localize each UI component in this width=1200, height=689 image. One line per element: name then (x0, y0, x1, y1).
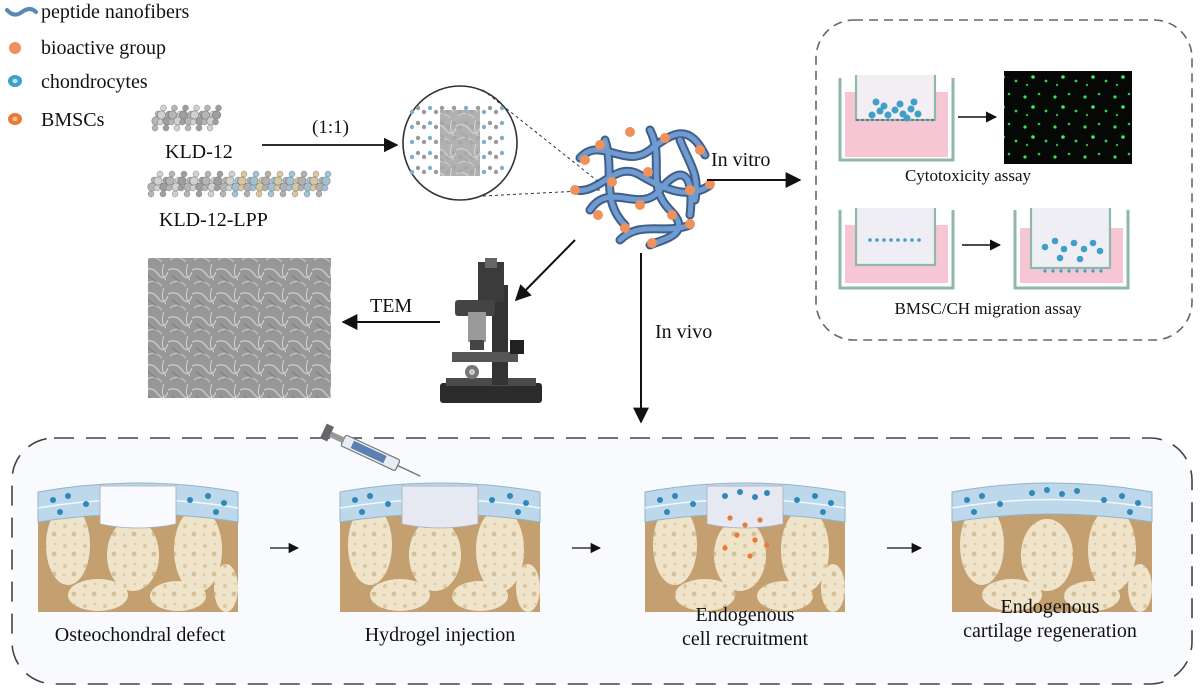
legend-label-fibers: peptide nanofibers (41, 1, 190, 23)
transwell-migration-end-icon (1013, 208, 1130, 290)
step-label-regeneration-line1: Endogenous (1000, 596, 1100, 618)
hydrogel-network-icon (570, 125, 715, 250)
zoom-guide-top (482, 89, 601, 184)
in-vitro-label: In vitro (711, 149, 771, 171)
tissue-section-injection (339, 482, 541, 612)
kld12-label: KLD-12 (165, 141, 233, 163)
tissue-section-recruitment (644, 482, 846, 612)
step-label-injection: Hydrogel injection (364, 624, 516, 646)
transwell-migration-start-icon (838, 208, 955, 290)
cytotoxicity-label: Cytotoxicity assay (904, 166, 1032, 185)
legend-bioactive-icon (9, 42, 21, 54)
legend-label-bioactive: bioactive group (41, 37, 166, 59)
legend-chondrocyte-icon (8, 75, 22, 87)
step-label-recruitment-line1: Endogenous (695, 604, 795, 626)
self-assembly-zoom-icon (402, 85, 518, 201)
in-vivo-label: In vivo (655, 321, 713, 343)
legend-fiber-icon (5, 7, 38, 17)
kld12-molecule-icon (151, 104, 222, 132)
step-label-regeneration-line2: cartilage regeneration (963, 620, 1137, 642)
migration-label: BMSC/CH migration assay (894, 299, 1082, 318)
ratio-label: (1:1) (312, 117, 349, 138)
transwell-cytotoxicity-icon (838, 75, 955, 162)
in-vivo-panel (11, 437, 1193, 685)
tissue-section-defect (37, 482, 239, 612)
syringe-icon (319, 423, 421, 477)
tem-image (148, 258, 331, 398)
legend-label-bmscs: BMSCs (41, 109, 105, 131)
kld12lpp-label: KLD-12-LPP (159, 209, 268, 231)
kld12lpp-molecule-icon (147, 170, 332, 198)
tissue-section-regeneration (951, 482, 1153, 612)
to-microscope-arrow (514, 239, 576, 302)
legend-label-chondrocytes: chondrocytes (41, 71, 148, 93)
legend-bmsc-icon (8, 113, 22, 125)
step-label-defect: Osteochondral defect (54, 624, 226, 646)
microscope-icon (440, 258, 542, 403)
in-vitro-panel (815, 19, 1193, 341)
tem-label: TEM (370, 295, 413, 317)
fluorescence-image (1004, 71, 1132, 164)
step-label-recruitment-line2: cell recruitment (681, 628, 809, 650)
